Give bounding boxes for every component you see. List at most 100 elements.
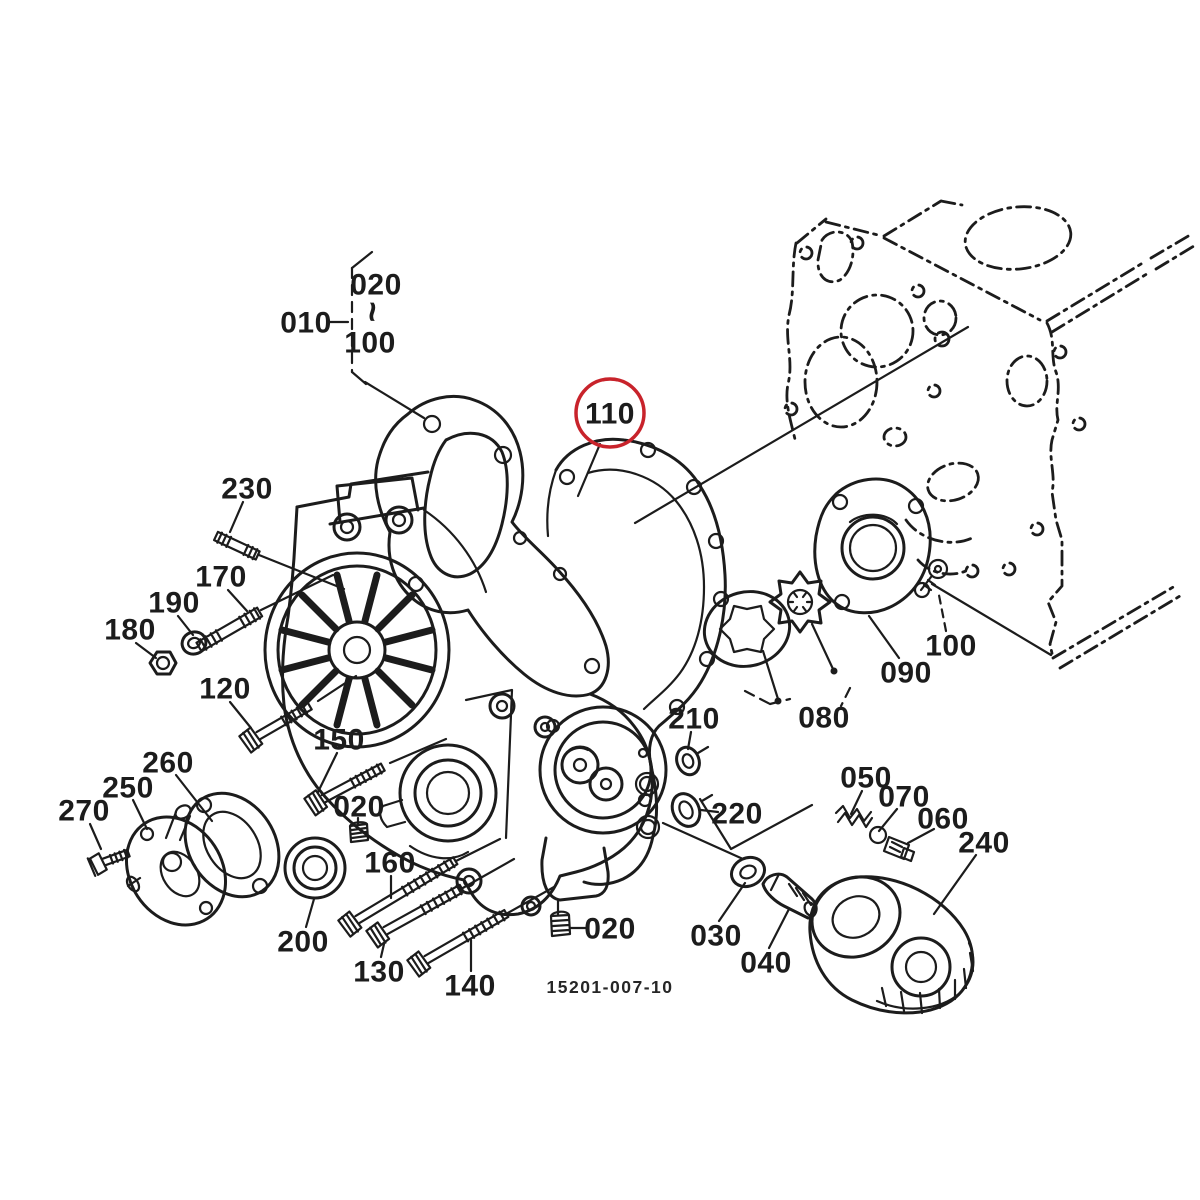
leader-line <box>134 641 158 660</box>
cylinder-bore <box>963 205 1073 271</box>
spoked-pulley-housing <box>263 551 451 749</box>
callout-range-tilde-2: ~ <box>353 301 394 323</box>
annotation-lines <box>257 250 852 916</box>
callout-060-27: 060 <box>906 803 969 845</box>
callout-210-20: 210 <box>668 703 720 751</box>
plug-020-bottom <box>549 910 572 938</box>
part-number-label: 250 <box>102 772 154 805</box>
callout-120-9: 120 <box>199 673 253 730</box>
callout-260-12: 260 <box>142 747 214 823</box>
part-number-label: 210 <box>668 703 720 736</box>
upper-housing <box>328 476 488 594</box>
leader-line <box>717 881 747 923</box>
callout-100-3: 100 <box>344 327 396 360</box>
leader-line <box>686 730 693 751</box>
leader-line <box>316 751 339 794</box>
engine-block <box>783 199 1196 670</box>
timing-cover-gasket <box>546 437 730 886</box>
part-number-label: 130 <box>353 956 405 989</box>
callout-130-17: 130 <box>353 942 405 989</box>
part-number-label: 050 <box>840 762 892 795</box>
callout-020-1: 020 <box>350 269 401 302</box>
part-number-label: 010 <box>280 307 332 340</box>
filter-joint-washer <box>729 855 767 889</box>
oil-seal-200 <box>283 836 347 900</box>
callout-140-18: 140 <box>444 938 495 1003</box>
highlight-circle-110 <box>574 377 646 449</box>
leader-line <box>877 807 899 833</box>
water-pump-flange <box>374 395 610 698</box>
callout-080-22: 080 <box>798 702 850 735</box>
stud-230 <box>212 530 261 561</box>
bolt-160 <box>337 856 459 938</box>
relief-valve-ball <box>868 825 888 845</box>
leader-line <box>932 853 978 916</box>
bolt-150 <box>303 762 386 817</box>
oil-pump-outer-rotor <box>702 590 792 668</box>
bolt-130 <box>365 883 465 949</box>
callout-160-16: 160 <box>364 847 416 900</box>
relief-valve-plug <box>882 835 916 863</box>
leader-line <box>228 700 253 730</box>
part-number-label: 020 <box>584 913 636 946</box>
callout-180-8: 180 <box>104 614 158 660</box>
part-number-label: 240 <box>958 827 1010 860</box>
callout-020-11: 020 <box>333 791 384 827</box>
oil-pump-cover-plate <box>813 477 932 615</box>
leader-line <box>906 827 936 845</box>
leader-line <box>936 588 948 633</box>
callout-220-21: 220 <box>699 798 762 831</box>
oil-filter-cartridge <box>808 875 975 1015</box>
part-number-label: 060 <box>917 803 969 836</box>
callout-230-5: 230 <box>221 473 273 534</box>
leader-line <box>131 798 149 831</box>
o-ring-220 <box>670 792 702 828</box>
callout-090-23: 090 <box>867 614 932 690</box>
filter-nipple <box>761 872 818 920</box>
leader-line <box>379 942 386 959</box>
part-number-label: 230 <box>221 473 273 506</box>
callout-170-6: 170 <box>195 561 249 613</box>
callout-030-29: 030 <box>690 881 747 953</box>
callout-270-14: 270 <box>58 795 110 851</box>
relief-valve-spring <box>834 804 874 829</box>
crankshaft-seal-bore <box>379 743 498 843</box>
callout-110-4: 110 <box>574 377 646 498</box>
leader-line <box>767 907 791 950</box>
callout-250-13: 250 <box>102 772 154 831</box>
callout-190-7: 190 <box>148 587 200 637</box>
part-number-label: 160 <box>364 847 416 880</box>
part-number-label: ~ <box>353 301 394 323</box>
part-number-label: 200 <box>277 926 329 959</box>
part-number-label: 100 <box>344 327 396 360</box>
callout-240-28: 240 <box>932 827 1010 916</box>
reference-lines <box>633 325 1053 657</box>
part-number-label: 080 <box>798 702 850 735</box>
bolt-120 <box>238 701 313 754</box>
callout-050-25: 050 <box>840 762 892 816</box>
leader-line <box>576 442 602 498</box>
callout-150-10: 150 <box>313 724 364 794</box>
part-number-label: 190 <box>148 587 200 620</box>
part-number-label: 040 <box>740 947 792 980</box>
part-number-label: 110 <box>585 398 635 431</box>
callout-200-15: 200 <box>277 897 329 959</box>
leader-line <box>226 588 249 613</box>
plug-020-side <box>348 821 370 844</box>
part-number-label: 260 <box>142 747 194 780</box>
part-number-label: 120 <box>199 673 251 706</box>
stud-170 <box>195 606 264 653</box>
callouts-layer: 010020~100110230170190180120150020260250… <box>58 269 1010 1003</box>
leader-line <box>88 822 103 851</box>
callout-040-30: 040 <box>740 907 792 980</box>
part-number-label: 270 <box>58 795 110 828</box>
callout-010-0: 010 <box>280 307 350 340</box>
part-number-label: 070 <box>878 781 930 814</box>
leader-line <box>174 773 214 823</box>
leader-line <box>176 614 195 637</box>
oil-pump-bore <box>538 705 668 835</box>
figure-code: 15201-007-10 <box>547 977 674 997</box>
part-number-label: 090 <box>880 657 932 690</box>
gasket-260 <box>183 791 281 899</box>
